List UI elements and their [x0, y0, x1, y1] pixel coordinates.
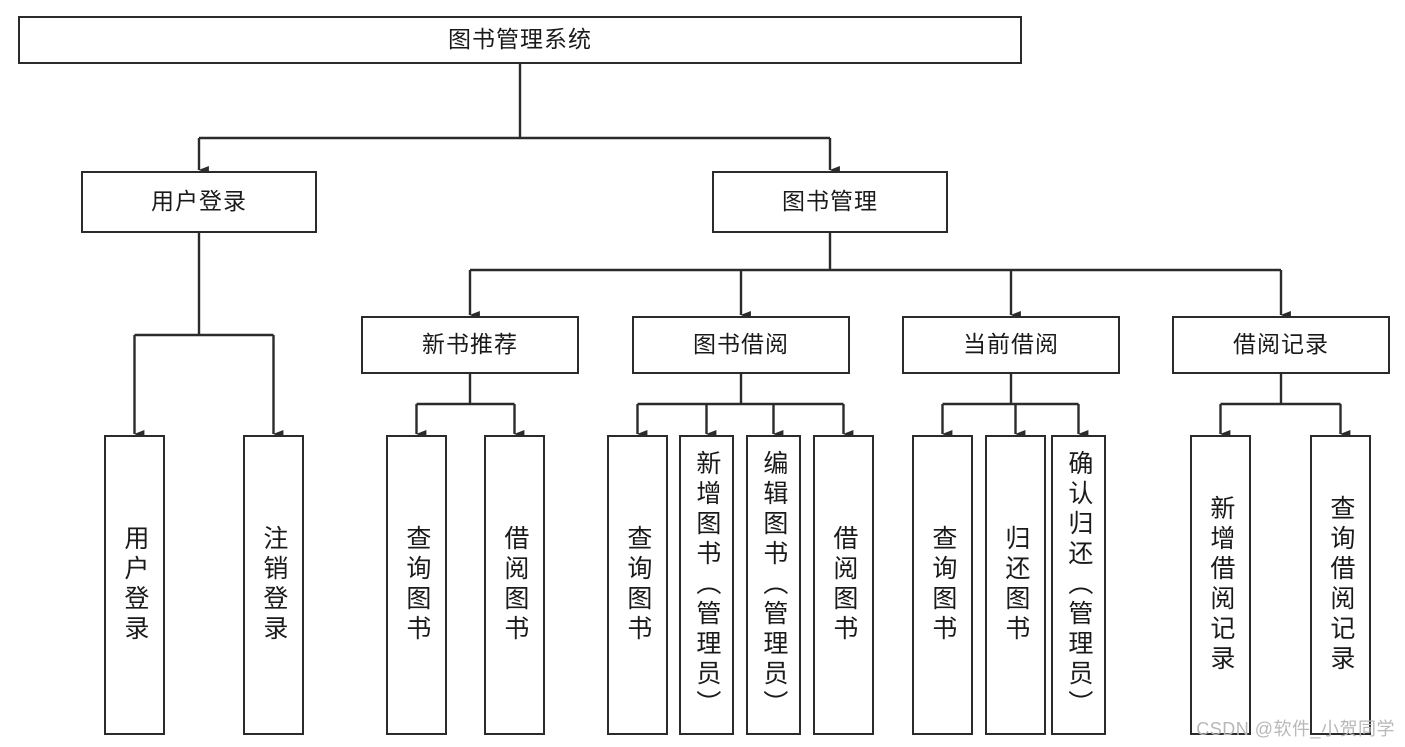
node-bookmgmt[interactable]: 图书管理	[712, 171, 948, 233]
node-label: 查询借阅记录	[1326, 495, 1355, 675]
node-label: 图书管理系统	[448, 26, 592, 53]
node-label: 图书管理	[782, 188, 878, 215]
node-leaf4[interactable]: 借阅图书	[484, 435, 545, 735]
node-label: 用户登录	[151, 188, 247, 215]
node-borrow[interactable]: 图书借阅	[632, 316, 850, 374]
node-records[interactable]: 借阅记录	[1172, 316, 1390, 374]
node-leaf7[interactable]: 编辑图书（管理员）	[746, 435, 801, 735]
node-leaf5[interactable]: 查询图书	[607, 435, 668, 735]
node-label: 新书推荐	[422, 331, 518, 358]
node-root[interactable]: 图书管理系统	[18, 16, 1022, 64]
node-leaf2[interactable]: 注销登录	[243, 435, 304, 735]
node-label: 当前借阅	[963, 331, 1059, 358]
node-newbook[interactable]: 新书推荐	[361, 316, 579, 374]
node-leaf6[interactable]: 新增图书（管理员）	[679, 435, 734, 735]
node-leaf12[interactable]: 新增借阅记录	[1190, 435, 1251, 735]
node-label: 查询图书	[623, 525, 652, 645]
node-label: 借阅图书	[829, 525, 858, 645]
node-leaf3[interactable]: 查询图书	[386, 435, 447, 735]
node-current[interactable]: 当前借阅	[902, 316, 1120, 374]
node-label: 查询图书	[928, 525, 957, 645]
node-leaf10[interactable]: 归还图书	[985, 435, 1046, 735]
node-label: 归还图书	[1001, 525, 1030, 645]
watermark-text: CSDN @软件_小贺同学	[1196, 719, 1395, 739]
node-label: 新增图书（管理员）	[692, 450, 721, 720]
node-label: 图书借阅	[693, 331, 789, 358]
node-label: 确认归还（管理员）	[1064, 450, 1093, 720]
node-label: 用户登录	[120, 525, 149, 645]
node-leaf13[interactable]: 查询借阅记录	[1310, 435, 1371, 735]
node-login[interactable]: 用户登录	[81, 171, 317, 233]
node-leaf8[interactable]: 借阅图书	[813, 435, 874, 735]
node-label: 新增借阅记录	[1206, 495, 1235, 675]
node-label: 借阅记录	[1233, 331, 1329, 358]
node-label: 借阅图书	[500, 525, 529, 645]
node-label: 注销登录	[259, 525, 288, 645]
node-leaf11[interactable]: 确认归还（管理员）	[1051, 435, 1106, 735]
node-leaf9[interactable]: 查询图书	[912, 435, 973, 735]
node-label: 查询图书	[402, 525, 431, 645]
node-label: 编辑图书（管理员）	[759, 450, 788, 720]
node-leaf1[interactable]: 用户登录	[104, 435, 165, 735]
